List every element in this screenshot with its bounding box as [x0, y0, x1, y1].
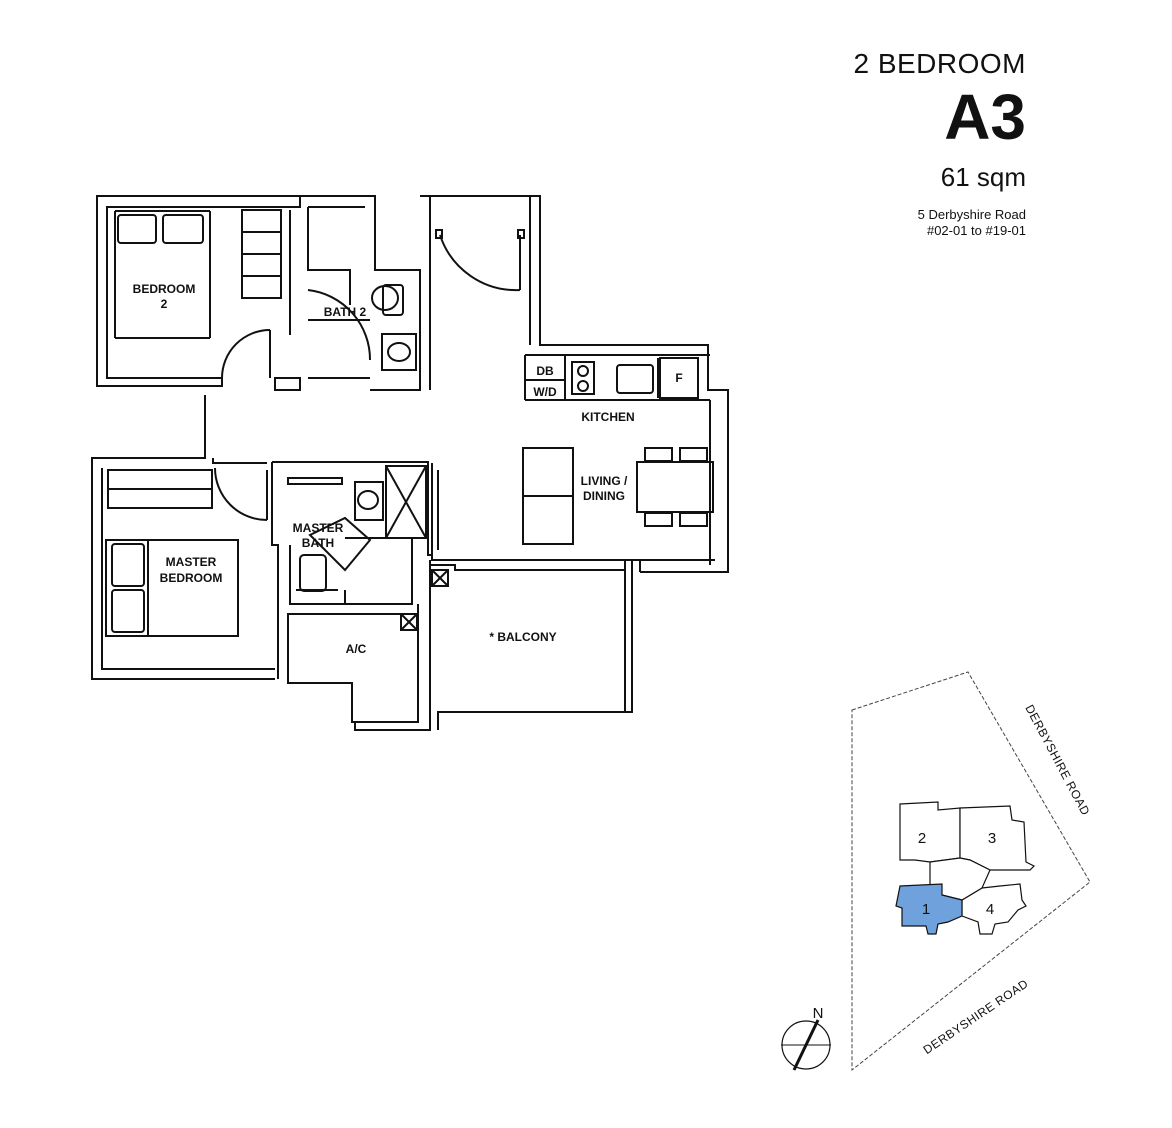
north-arrow-icon: N	[781, 1005, 831, 1071]
block-3-label: 3	[988, 830, 996, 847]
master-bath-label-1: MASTER	[293, 521, 344, 535]
floor-plan	[91, 195, 729, 731]
kitchen-counter	[524, 354, 711, 565]
bedroom-2-walls	[96, 195, 301, 391]
road-label-east: DERBYSHIRE ROAD	[1022, 702, 1092, 818]
block-1-label: 1	[922, 901, 930, 918]
master-bedroom-label-1: MASTER	[166, 555, 217, 569]
unit-area: 61 sqm	[940, 162, 1026, 192]
living-furniture	[431, 447, 715, 573]
master-bath-label-2: BATH	[302, 536, 334, 550]
living-label: LIVING /	[581, 474, 628, 488]
kitchen-label: KITCHEN	[581, 410, 634, 424]
master-bedroom-label-2: BEDROOM	[160, 571, 223, 585]
entrance-walls	[420, 195, 729, 573]
bedroom-2-number: 2	[161, 297, 168, 311]
balcony-walls	[430, 559, 633, 730]
wd-label: W/D	[533, 385, 557, 399]
block-4	[961, 883, 1027, 935]
balcony-label: * BALCONY	[489, 630, 556, 644]
north-label: N	[813, 1005, 824, 1022]
site-boundary	[851, 671, 1091, 1072]
unit-header: 2 BEDROOM A3 61 sqm 5 Derbyshire Road #0…	[853, 48, 1026, 239]
db-label: DB	[536, 364, 554, 378]
master-bath-walls	[271, 461, 432, 679]
block-4-label: 4	[986, 901, 994, 918]
ac-ledge-walls	[287, 560, 431, 731]
site-plan: 2 3 1 4 DERBYSHIRE ROAD DERBYSHIRE ROAD …	[781, 671, 1093, 1072]
road-label-south: DERBYSHIRE ROAD	[921, 976, 1031, 1057]
unit-code: A3	[944, 81, 1026, 153]
block-1-highlighted	[895, 883, 963, 935]
block-2	[899, 801, 961, 863]
ac-label: A/C	[346, 642, 367, 656]
master-bedroom-walls	[91, 395, 275, 680]
address-line-1: 5 Derbyshire Road	[917, 207, 1026, 222]
block-2-label: 2	[918, 830, 926, 847]
address-line-2: #02-01 to #19-01	[926, 223, 1026, 238]
dining-label: DINING	[583, 489, 625, 503]
unit-type: 2 BEDROOM	[853, 48, 1026, 79]
unit-address: 5 Derbyshire Road #02-01 to #19-01	[853, 207, 1026, 239]
fridge-label: F	[675, 371, 682, 385]
bedroom-2-label: BEDROOM	[133, 282, 196, 296]
bath-2-label: BATH 2	[324, 305, 367, 319]
bath-2-walls	[300, 195, 421, 391]
